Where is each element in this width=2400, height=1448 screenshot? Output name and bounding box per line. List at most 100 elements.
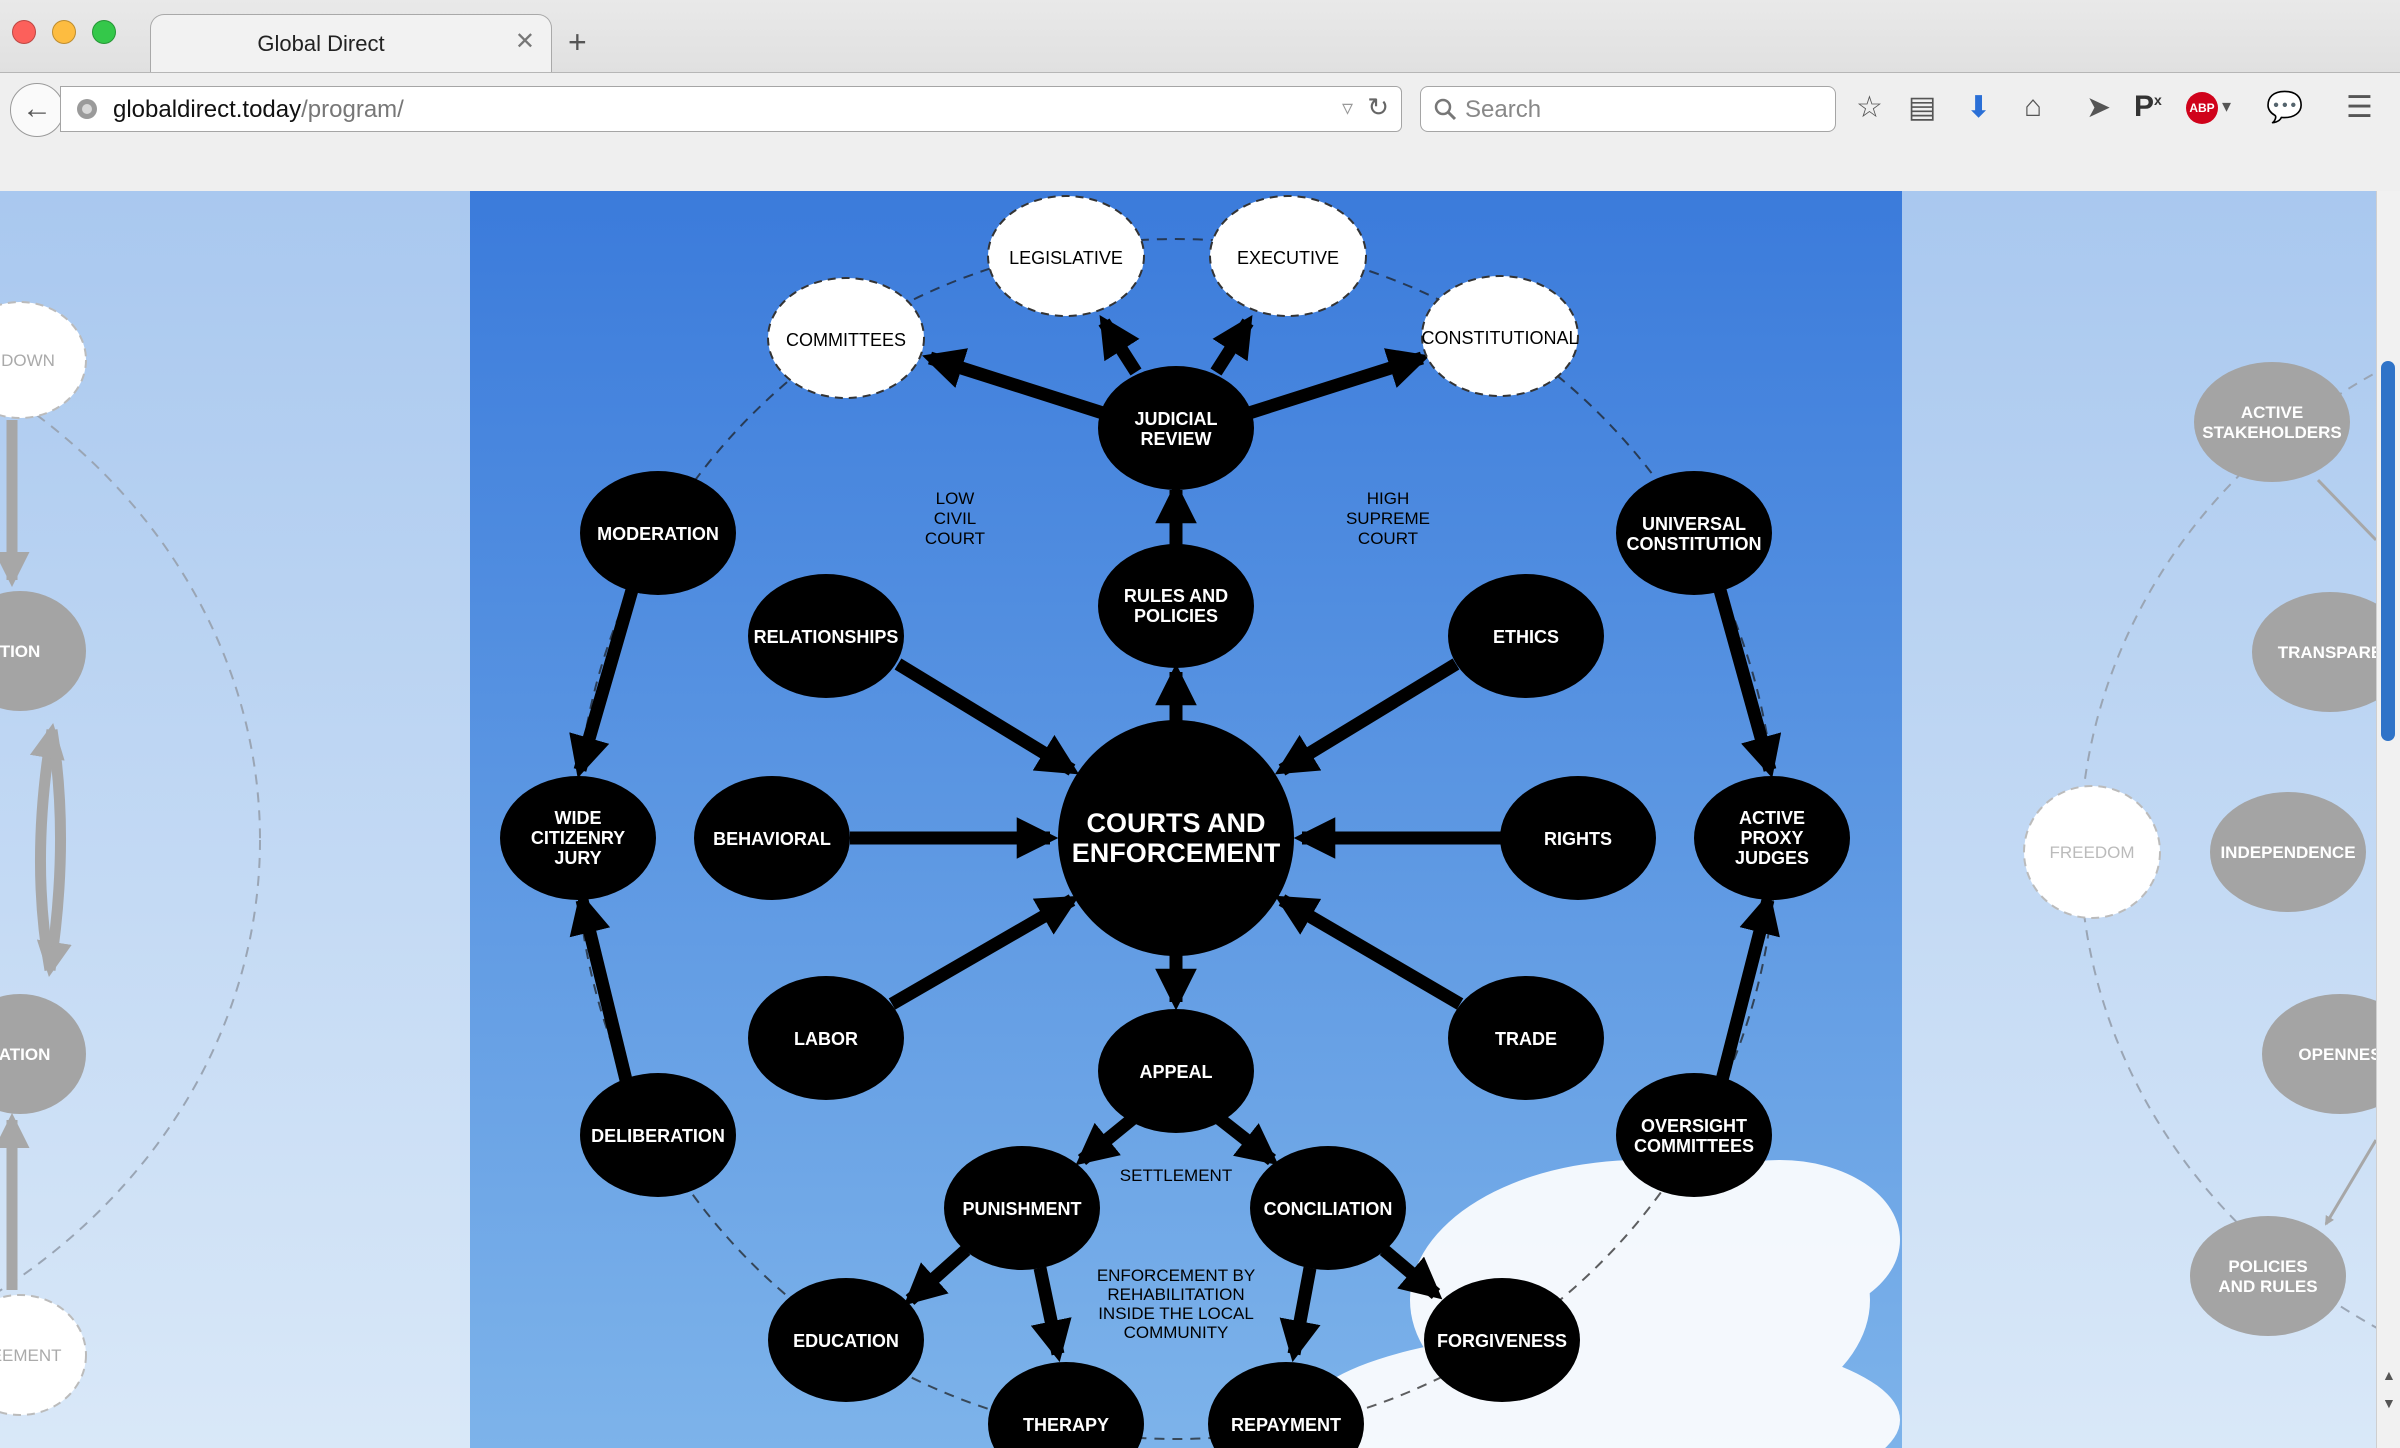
right-node-openness[interactable]: OPENNES bbox=[2262, 994, 2376, 1114]
node-appeal[interactable]: APPEAL bbox=[1098, 1009, 1254, 1133]
clouds bbox=[1300, 1160, 1900, 1448]
close-window-button[interactable] bbox=[12, 20, 36, 44]
node-ethics-label: ETHICS bbox=[1493, 627, 1559, 647]
node-forgiveness[interactable]: FORGIVENESS bbox=[1424, 1278, 1580, 1402]
left-fragment-bottom-label: REEMENT bbox=[0, 1346, 62, 1365]
node-rules-and-policies[interactable]: RULES AND POLICIES bbox=[1098, 544, 1254, 668]
node-judicial-review[interactable]: JUDICIAL REVIEW bbox=[1098, 366, 1254, 490]
left-fragment-middle[interactable] bbox=[0, 591, 86, 711]
node-wide-citizenry-jury-label-2: CITIZENRY bbox=[531, 828, 625, 848]
search-icon bbox=[1434, 98, 1457, 121]
left-fragment-lower-label: TATION bbox=[0, 1045, 50, 1064]
node-active-proxy-judges[interactable]: ACTIVE PROXY JUDGES bbox=[1694, 776, 1850, 900]
page-viewport: LEGISLATIVE EXECUTIVE COMMITTEES CONSTIT… bbox=[0, 191, 2376, 1448]
left-fragment-lower[interactable] bbox=[0, 994, 86, 1114]
node-ethics[interactable]: ETHICS bbox=[1448, 574, 1604, 698]
zoom-window-button[interactable] bbox=[92, 20, 116, 44]
address-bar[interactable]: globaldirect.today/program/ ▿ ↻ bbox=[60, 86, 1402, 132]
black-nodes: JUDICIAL REVIEW MODERATION UNIVERSAL CON… bbox=[500, 366, 1850, 1448]
url-host: globaldirect.today bbox=[113, 96, 302, 123]
arrows bbox=[569, 314, 1782, 1363]
right-node-independence[interactable]: INDEPENDENCE bbox=[2210, 792, 2366, 912]
node-legislative-label: LEGISLATIVE bbox=[1009, 248, 1123, 268]
node-universal-constitution[interactable]: UNIVERSAL CONSTITUTION bbox=[1616, 471, 1772, 595]
search-box[interactable]: Search bbox=[1420, 86, 1836, 132]
right-node-policies-and-rules[interactable]: POLICIES AND RULES bbox=[2190, 1216, 2346, 1336]
bookmark-star-icon[interactable]: ☆ bbox=[1856, 91, 1883, 124]
reading-list-icon[interactable]: ▤ bbox=[1908, 91, 1937, 124]
node-relationships[interactable]: RELATIONSHIPS bbox=[748, 574, 904, 698]
node-behavioral[interactable]: BEHAVIORAL bbox=[694, 776, 850, 900]
node-wide-citizenry-jury[interactable]: WIDE CITIZENRY JURY bbox=[500, 776, 656, 900]
right-node-transparency[interactable]: TRANSPARE bbox=[2252, 592, 2376, 712]
adblock-dropdown-icon[interactable]: ▾ bbox=[2222, 96, 2232, 116]
url-dropdown-icon[interactable]: ▿ bbox=[1341, 95, 1353, 120]
node-labor[interactable]: LABOR bbox=[748, 976, 904, 1100]
node-deliberation[interactable]: DELIBERATION bbox=[580, 1073, 736, 1197]
node-oversight-committees-label-1: OVERSIGHT bbox=[1641, 1116, 1747, 1136]
floating-labels: LOW CIVIL COURT HIGH SUPREME COURT SETTL… bbox=[925, 489, 1430, 1342]
left-fragment-top[interactable] bbox=[0, 301, 87, 419]
minimize-window-button[interactable] bbox=[52, 20, 76, 44]
node-repayment-label: REPAYMENT bbox=[1231, 1415, 1341, 1435]
node-rights[interactable]: RIGHTS bbox=[1500, 776, 1656, 900]
node-appeal-label: APPEAL bbox=[1139, 1062, 1212, 1082]
node-trade[interactable]: TRADE bbox=[1448, 976, 1604, 1100]
search-placeholder: Search bbox=[1465, 96, 1542, 123]
scrollbar-thumb[interactable] bbox=[2381, 361, 2395, 741]
node-repayment[interactable]: REPAYMENT bbox=[1208, 1362, 1364, 1448]
left-fragment-bottom[interactable] bbox=[0, 1294, 87, 1416]
new-tab-button[interactable]: + bbox=[568, 24, 587, 60]
node-wide-citizenry-jury-label-3: JURY bbox=[554, 848, 601, 868]
node-education[interactable]: EDUCATION bbox=[768, 1278, 924, 1402]
scroll-down-arrow-icon[interactable]: ▼ bbox=[2382, 1395, 2396, 1411]
node-legislative[interactable]: LEGISLATIVE bbox=[987, 195, 1145, 317]
left-side-diagram: E DOWN TION TATION REEMENT bbox=[0, 301, 261, 1416]
node-executive[interactable]: EXECUTIVE bbox=[1209, 195, 1367, 317]
send-icon[interactable]: ➤ bbox=[2086, 91, 2112, 124]
node-courts-and-enforcement[interactable]: COURTS AND ENFORCEMENT bbox=[1058, 720, 1294, 956]
adblock-icon[interactable]: ABP bbox=[2186, 92, 2218, 124]
chat-icon[interactable]: 💬 bbox=[2266, 91, 2304, 124]
browser-chrome: Global Direct ✕ + ← globaldirect.today/p… bbox=[0, 0, 2400, 191]
left-fragment-middle-label: TION bbox=[0, 642, 40, 661]
close-tab-icon[interactable]: ✕ bbox=[514, 28, 535, 55]
node-conciliation[interactable]: CONCILIATION bbox=[1250, 1146, 1406, 1270]
right-node-active-stakeholders[interactable]: ACTIVE STAKEHOLDERS bbox=[2194, 362, 2350, 482]
scroll-up-arrow-icon[interactable]: ▲ bbox=[2382, 1367, 2396, 1383]
enforcement-note-4: COMMUNITY bbox=[1124, 1323, 1229, 1342]
browser-tab[interactable]: Global Direct ✕ bbox=[150, 14, 552, 73]
node-punishment[interactable]: PUNISHMENT bbox=[944, 1146, 1100, 1270]
courts-diagram: LEGISLATIVE EXECUTIVE COMMITTEES CONSTIT… bbox=[0, 191, 2376, 1448]
reload-icon[interactable]: ↻ bbox=[1367, 92, 1389, 122]
node-executive-label: EXECUTIVE bbox=[1237, 248, 1339, 268]
back-button[interactable]: ← bbox=[10, 83, 64, 137]
home-icon[interactable]: ⌂ bbox=[2024, 90, 2043, 123]
menu-icon[interactable]: ☰ bbox=[2346, 91, 2373, 124]
center-label-1: COURTS AND bbox=[1087, 808, 1266, 838]
pixel-extension-icon[interactable]: Px bbox=[2134, 90, 2162, 123]
node-behavioral-label: BEHAVIORAL bbox=[713, 829, 831, 849]
node-judicial-review-label-1: JUDICIAL bbox=[1134, 409, 1217, 429]
enforcement-note-3: INSIDE THE LOCAL bbox=[1098, 1304, 1254, 1323]
node-committees[interactable]: COMMITTEES bbox=[767, 277, 925, 399]
node-active-proxy-judges-label-3: JUDGES bbox=[1735, 848, 1809, 868]
vertical-scrollbar[interactable]: ▲ ▼ bbox=[2376, 191, 2400, 1448]
node-oversight-committees[interactable]: OVERSIGHT COMMITTEES bbox=[1616, 1073, 1772, 1197]
node-universal-constitution-label-2: CONSTITUTION bbox=[1627, 534, 1762, 554]
low-civil-court-label-2: CIVIL bbox=[934, 509, 977, 528]
right-side-diagram: ACTIVE STAKEHOLDERS TRANSPARE FREEDOM IN… bbox=[2023, 362, 2376, 1336]
right-node-freedom[interactable]: FREEDOM bbox=[2023, 785, 2161, 919]
node-therapy[interactable]: THERAPY bbox=[988, 1362, 1144, 1448]
node-wide-citizenry-jury-label-1: WIDE bbox=[555, 808, 602, 828]
globe-icon bbox=[77, 99, 97, 119]
low-civil-court-label-3: COURT bbox=[925, 529, 985, 548]
node-judicial-review-label-2: REVIEW bbox=[1140, 429, 1211, 449]
downloads-icon[interactable]: ⬇ bbox=[1966, 91, 1992, 124]
node-moderation[interactable]: MODERATION bbox=[580, 471, 736, 595]
low-civil-court-label-1: LOW bbox=[936, 489, 975, 508]
right-node-active-stakeholders-label-1: ACTIVE bbox=[2241, 403, 2303, 422]
node-constitutional[interactable]: CONSTITUTIONAL bbox=[1421, 275, 1579, 397]
right-node-transparency-label: TRANSPARE bbox=[2278, 643, 2376, 662]
node-oversight-committees-label-2: COMMITTEES bbox=[1634, 1136, 1754, 1156]
